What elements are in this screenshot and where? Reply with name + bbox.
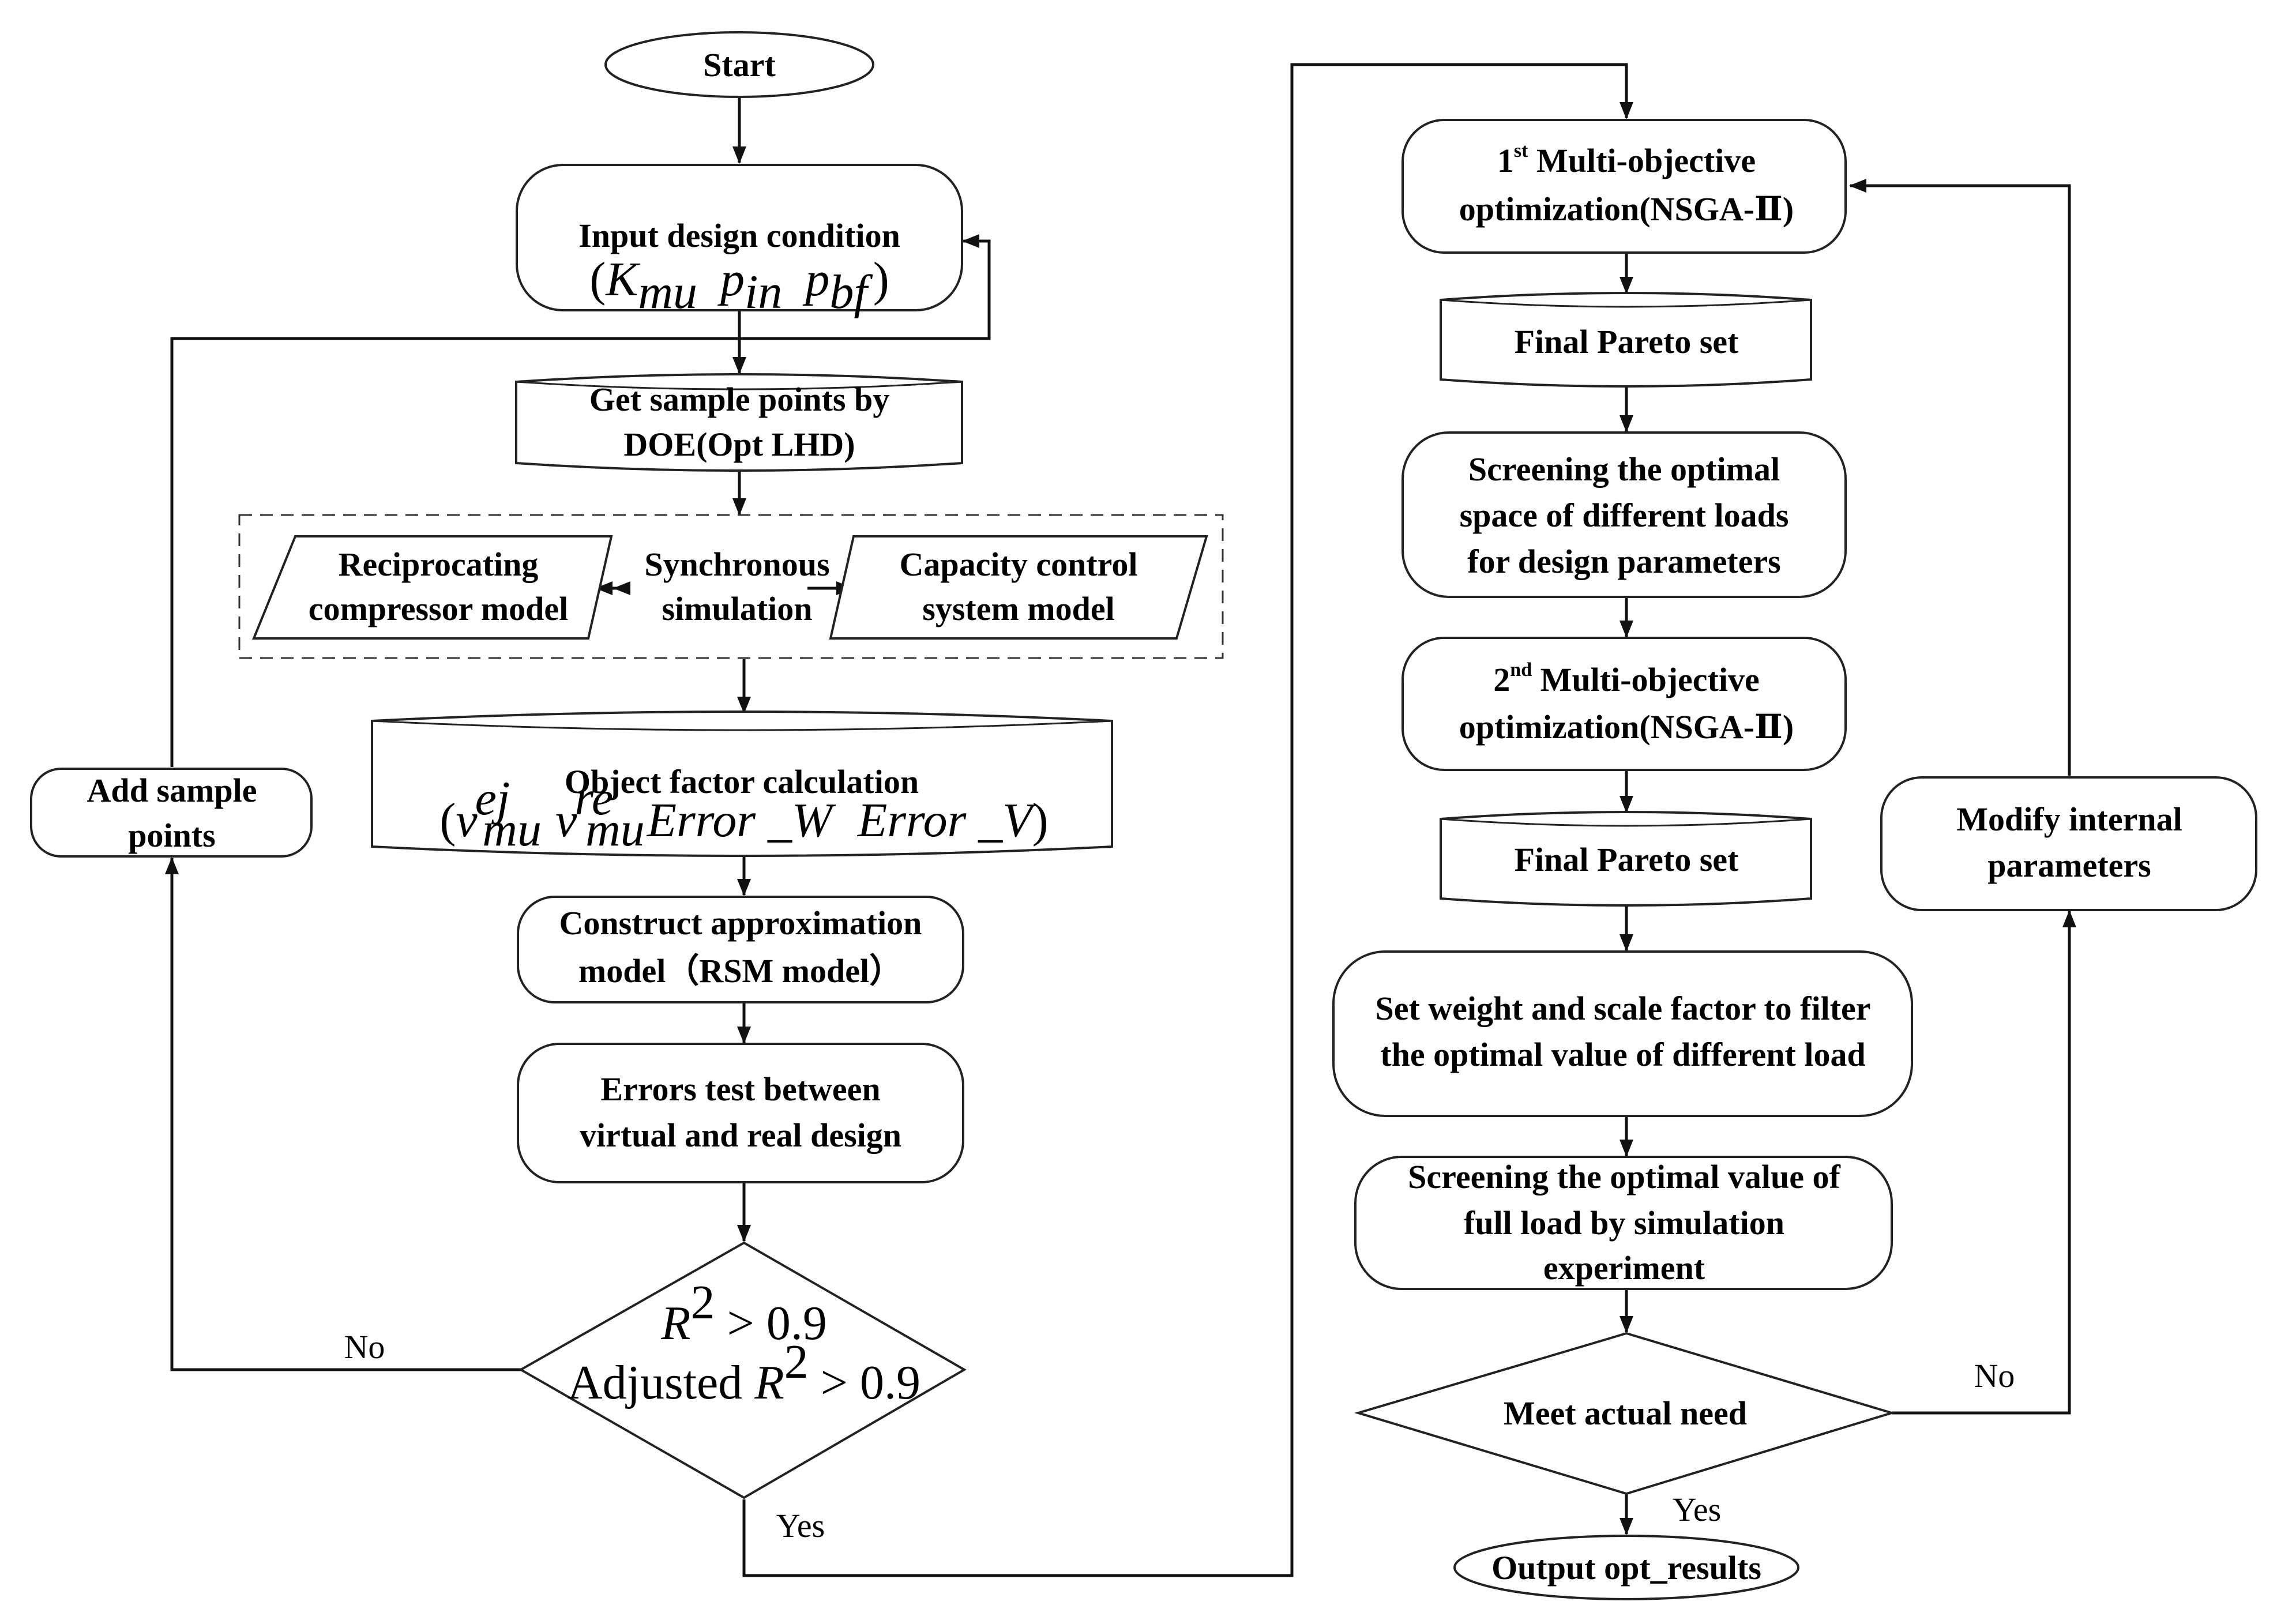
node-errors-test: Errors test between virtual and real des… (517, 1043, 964, 1183)
object-factor-label: Object factor calculation (565, 763, 919, 800)
meet-need-label: Meet actual need (1504, 1394, 1747, 1432)
screening-space-line1: Screening the optimal (1468, 450, 1780, 488)
decision-r2-line1: R2 > 0.9 (660, 1276, 827, 1350)
start-label: Start (703, 46, 776, 84)
edge-decision-yes-mo1 (742, 63, 1633, 1577)
modify-line2: parameters (1987, 847, 2151, 884)
screening-space-line2: space of different loads (1460, 497, 1789, 534)
node-mo2: 2nd Multi-objective optimization(NSGA-Ⅱ) (1401, 637, 1847, 771)
node-screening-full: Screening the optimal value of full load… (1354, 1156, 1893, 1290)
sample-points-line1: Get sample points by (589, 381, 889, 418)
edge-label-yes-left: Yes (776, 1507, 825, 1544)
pareto1-label: Final Pareto set (1515, 323, 1739, 360)
simulation-group: Reciprocating compressor model Synchrono… (238, 514, 1224, 659)
node-mo1: 1st Multi-objective optimization(NSGA-Ⅱ) (1401, 119, 1847, 254)
node-capacity: Capacity control system model (829, 535, 1208, 640)
mo2-line2: optimization(NSGA-Ⅱ) (1459, 708, 1794, 746)
node-meet-need: Meet actual need (1354, 1332, 1896, 1495)
node-pareto1: Final Pareto set (1440, 292, 1812, 388)
modify-line1: Modify internal (1956, 800, 2182, 838)
set-weight-line1: Set weight and scale factor to filter (1375, 990, 1870, 1027)
node-pareto2: Final Pareto set (1440, 811, 1812, 907)
mo2-line1: 2nd Multi-objective (1493, 659, 1759, 698)
node-set-weight: Set weight and scale factor to filter th… (1332, 950, 1913, 1117)
edge-meet-no-modify (1892, 910, 2076, 1415)
add-sample-line1: Add sample (87, 772, 257, 809)
edge-label-no-left: No (344, 1328, 385, 1366)
output-label: Output opt_results (1491, 1549, 1761, 1587)
screening-full-line3: experiment (1543, 1249, 1705, 1287)
set-weight-line2: the optimal value of different load (1380, 1036, 1865, 1073)
synchronous-line2: simulation (662, 590, 812, 627)
node-construct: Construct approximation model（RSM model） (517, 896, 964, 1003)
mo1-line2: optimization(NSGA-Ⅱ) (1459, 190, 1794, 228)
errors-test-line2: virtual and real design (580, 1116, 901, 1154)
node-decision-r2: R2 > 0.9 Adjusted R2 > 0.9 (518, 1241, 967, 1499)
edge-decision-no-add-sample (165, 857, 521, 1371)
synchronous-line1: Synchronous (644, 546, 829, 583)
edge-label-no-right: No (1974, 1357, 2015, 1394)
node-start: Start (604, 31, 874, 98)
construct-line2: model（RSM model） (578, 952, 903, 990)
edge-modify-mo1 (1849, 179, 2071, 776)
construct-line1: Construct approximation (559, 904, 922, 942)
node-modify: Modify internal parameters (1880, 776, 2257, 911)
node-add-sample: Add sample points (30, 768, 313, 858)
edge-add-sample-loop (170, 234, 991, 767)
edge-label-yes-right: Yes (1673, 1491, 1721, 1528)
capacity-line2: system model (922, 590, 1114, 627)
decision-r2-line2: Adjusted R2 > 0.9 (568, 1335, 920, 1409)
sample-points-line2: DOE(Opt LHD) (623, 426, 855, 463)
screening-space-line3: for design parameters (1467, 543, 1780, 580)
errors-test-line1: Errors test between (600, 1070, 880, 1108)
node-sample-points: Get sample points by DOE(Opt LHD) (515, 373, 963, 472)
screening-full-line2: full load by simulation (1464, 1204, 1784, 1242)
pareto2-label: Final Pareto set (1515, 841, 1739, 878)
edges (165, 63, 2076, 1577)
node-screening-space: Screening the optimal space of different… (1401, 431, 1847, 598)
add-sample-line2: points (128, 817, 216, 854)
node-output: Output opt_results (1453, 1535, 1799, 1600)
screening-full-line1: Screening the optimal value of (1408, 1158, 1840, 1196)
reciprocating-line1: Reciprocating (339, 546, 539, 583)
capacity-line1: Capacity control (900, 546, 1138, 583)
mo1-line1: 1st Multi-objective (1497, 140, 1756, 179)
reciprocating-line2: compressor model (309, 590, 569, 627)
input-design-label: Input design condition (578, 217, 900, 254)
node-reciprocating: Reciprocating compressor model (252, 535, 613, 640)
